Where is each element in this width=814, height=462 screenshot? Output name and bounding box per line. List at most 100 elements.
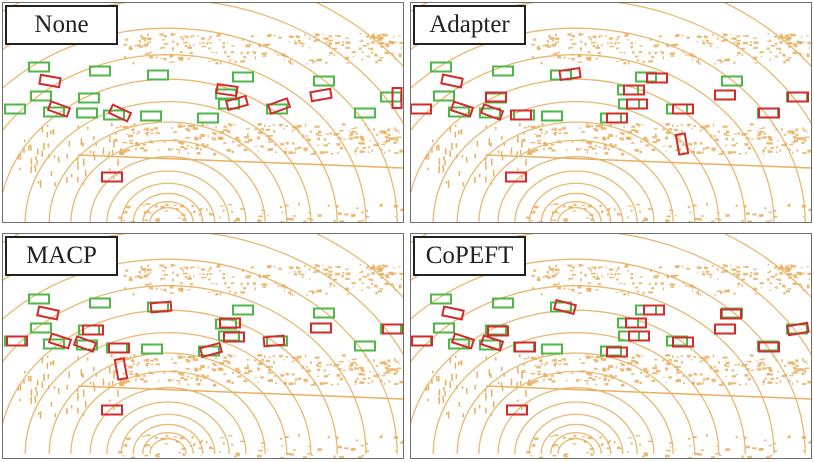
bbox (485, 91, 507, 103)
bbox (101, 171, 123, 183)
bbox (4, 103, 26, 115)
bbox (101, 404, 123, 416)
bbox (606, 346, 628, 358)
bbox (266, 97, 292, 115)
panel-adapter: Adapter (410, 2, 812, 223)
bbox (147, 69, 169, 81)
bbox (449, 100, 475, 118)
bbox (448, 106, 470, 118)
bbox (433, 322, 455, 334)
lidar-scene (3, 234, 403, 458)
panel-label-none: None (5, 5, 118, 45)
bbox (43, 106, 65, 118)
bbox (141, 343, 163, 355)
bbox (224, 94, 250, 112)
bbox (720, 308, 742, 320)
bbox (215, 83, 239, 97)
bbox (313, 307, 335, 319)
bbox (672, 336, 694, 348)
bbox (89, 297, 111, 309)
bbox (433, 90, 455, 102)
bbox (82, 324, 104, 336)
bbox (674, 132, 690, 156)
bbox (354, 340, 376, 352)
bbox (382, 323, 403, 335)
bbox (232, 71, 254, 83)
bbox (623, 84, 645, 96)
bbox (103, 109, 125, 121)
bbox (113, 357, 129, 381)
bbox (46, 100, 72, 118)
bbox (541, 343, 563, 355)
bbox (309, 87, 333, 103)
bbox (30, 90, 52, 102)
bbox (197, 112, 219, 124)
bbox (310, 322, 332, 334)
bbox (600, 112, 622, 124)
bbox (628, 330, 650, 342)
panel-label-adapter: Adapter (413, 5, 526, 45)
bbox (89, 65, 111, 77)
bbox (450, 332, 476, 350)
bbox (430, 61, 452, 73)
bbox (643, 304, 665, 316)
lidar-scene (3, 3, 403, 222)
bbox (411, 335, 433, 347)
panel-macp: MACP (2, 233, 404, 459)
bbox (266, 103, 288, 115)
bbox (635, 304, 657, 316)
bbox (72, 335, 98, 353)
bbox (541, 110, 563, 122)
bbox (78, 92, 100, 104)
bbox (606, 112, 628, 124)
bbox (618, 98, 640, 110)
bbox (492, 65, 514, 77)
bbox (38, 73, 62, 89)
bbox (149, 300, 173, 314)
bbox (411, 103, 432, 115)
bbox (479, 339, 501, 351)
bbox (714, 89, 736, 101)
bbox (219, 317, 241, 329)
bbox (626, 98, 648, 110)
bbox (108, 342, 130, 354)
bbox (140, 110, 162, 122)
bbox (262, 334, 286, 348)
bbox (354, 107, 376, 119)
lidar-scene (411, 3, 811, 222)
bbox (721, 75, 743, 87)
bbox (487, 325, 509, 337)
bbox (411, 103, 432, 115)
panel-none: None (2, 2, 404, 223)
bbox (6, 335, 28, 347)
bbox (479, 103, 505, 121)
lidar-scene (411, 234, 811, 458)
bbox (786, 321, 810, 337)
bbox (391, 87, 403, 109)
bbox (107, 103, 133, 123)
bbox (440, 73, 464, 89)
bbox (479, 334, 505, 352)
bbox (430, 293, 452, 305)
bbox (28, 293, 50, 305)
bbox (558, 67, 582, 81)
bbox (30, 322, 52, 334)
panel-copeft: CoPEFT (410, 233, 812, 459)
bbox (43, 338, 65, 350)
panel-label-copeft: CoPEFT (413, 236, 526, 276)
bbox (758, 341, 780, 353)
bbox (505, 171, 527, 183)
bbox (625, 317, 647, 329)
bbox (506, 404, 528, 416)
bbox (28, 61, 50, 73)
bbox (617, 84, 639, 96)
bbox (232, 304, 254, 316)
bbox (492, 297, 514, 309)
bbox (510, 109, 532, 121)
bbox (411, 335, 432, 347)
bbox (787, 91, 809, 103)
bbox (441, 305, 465, 321)
bbox (36, 305, 60, 321)
bbox (714, 323, 736, 335)
bbox (198, 341, 224, 359)
